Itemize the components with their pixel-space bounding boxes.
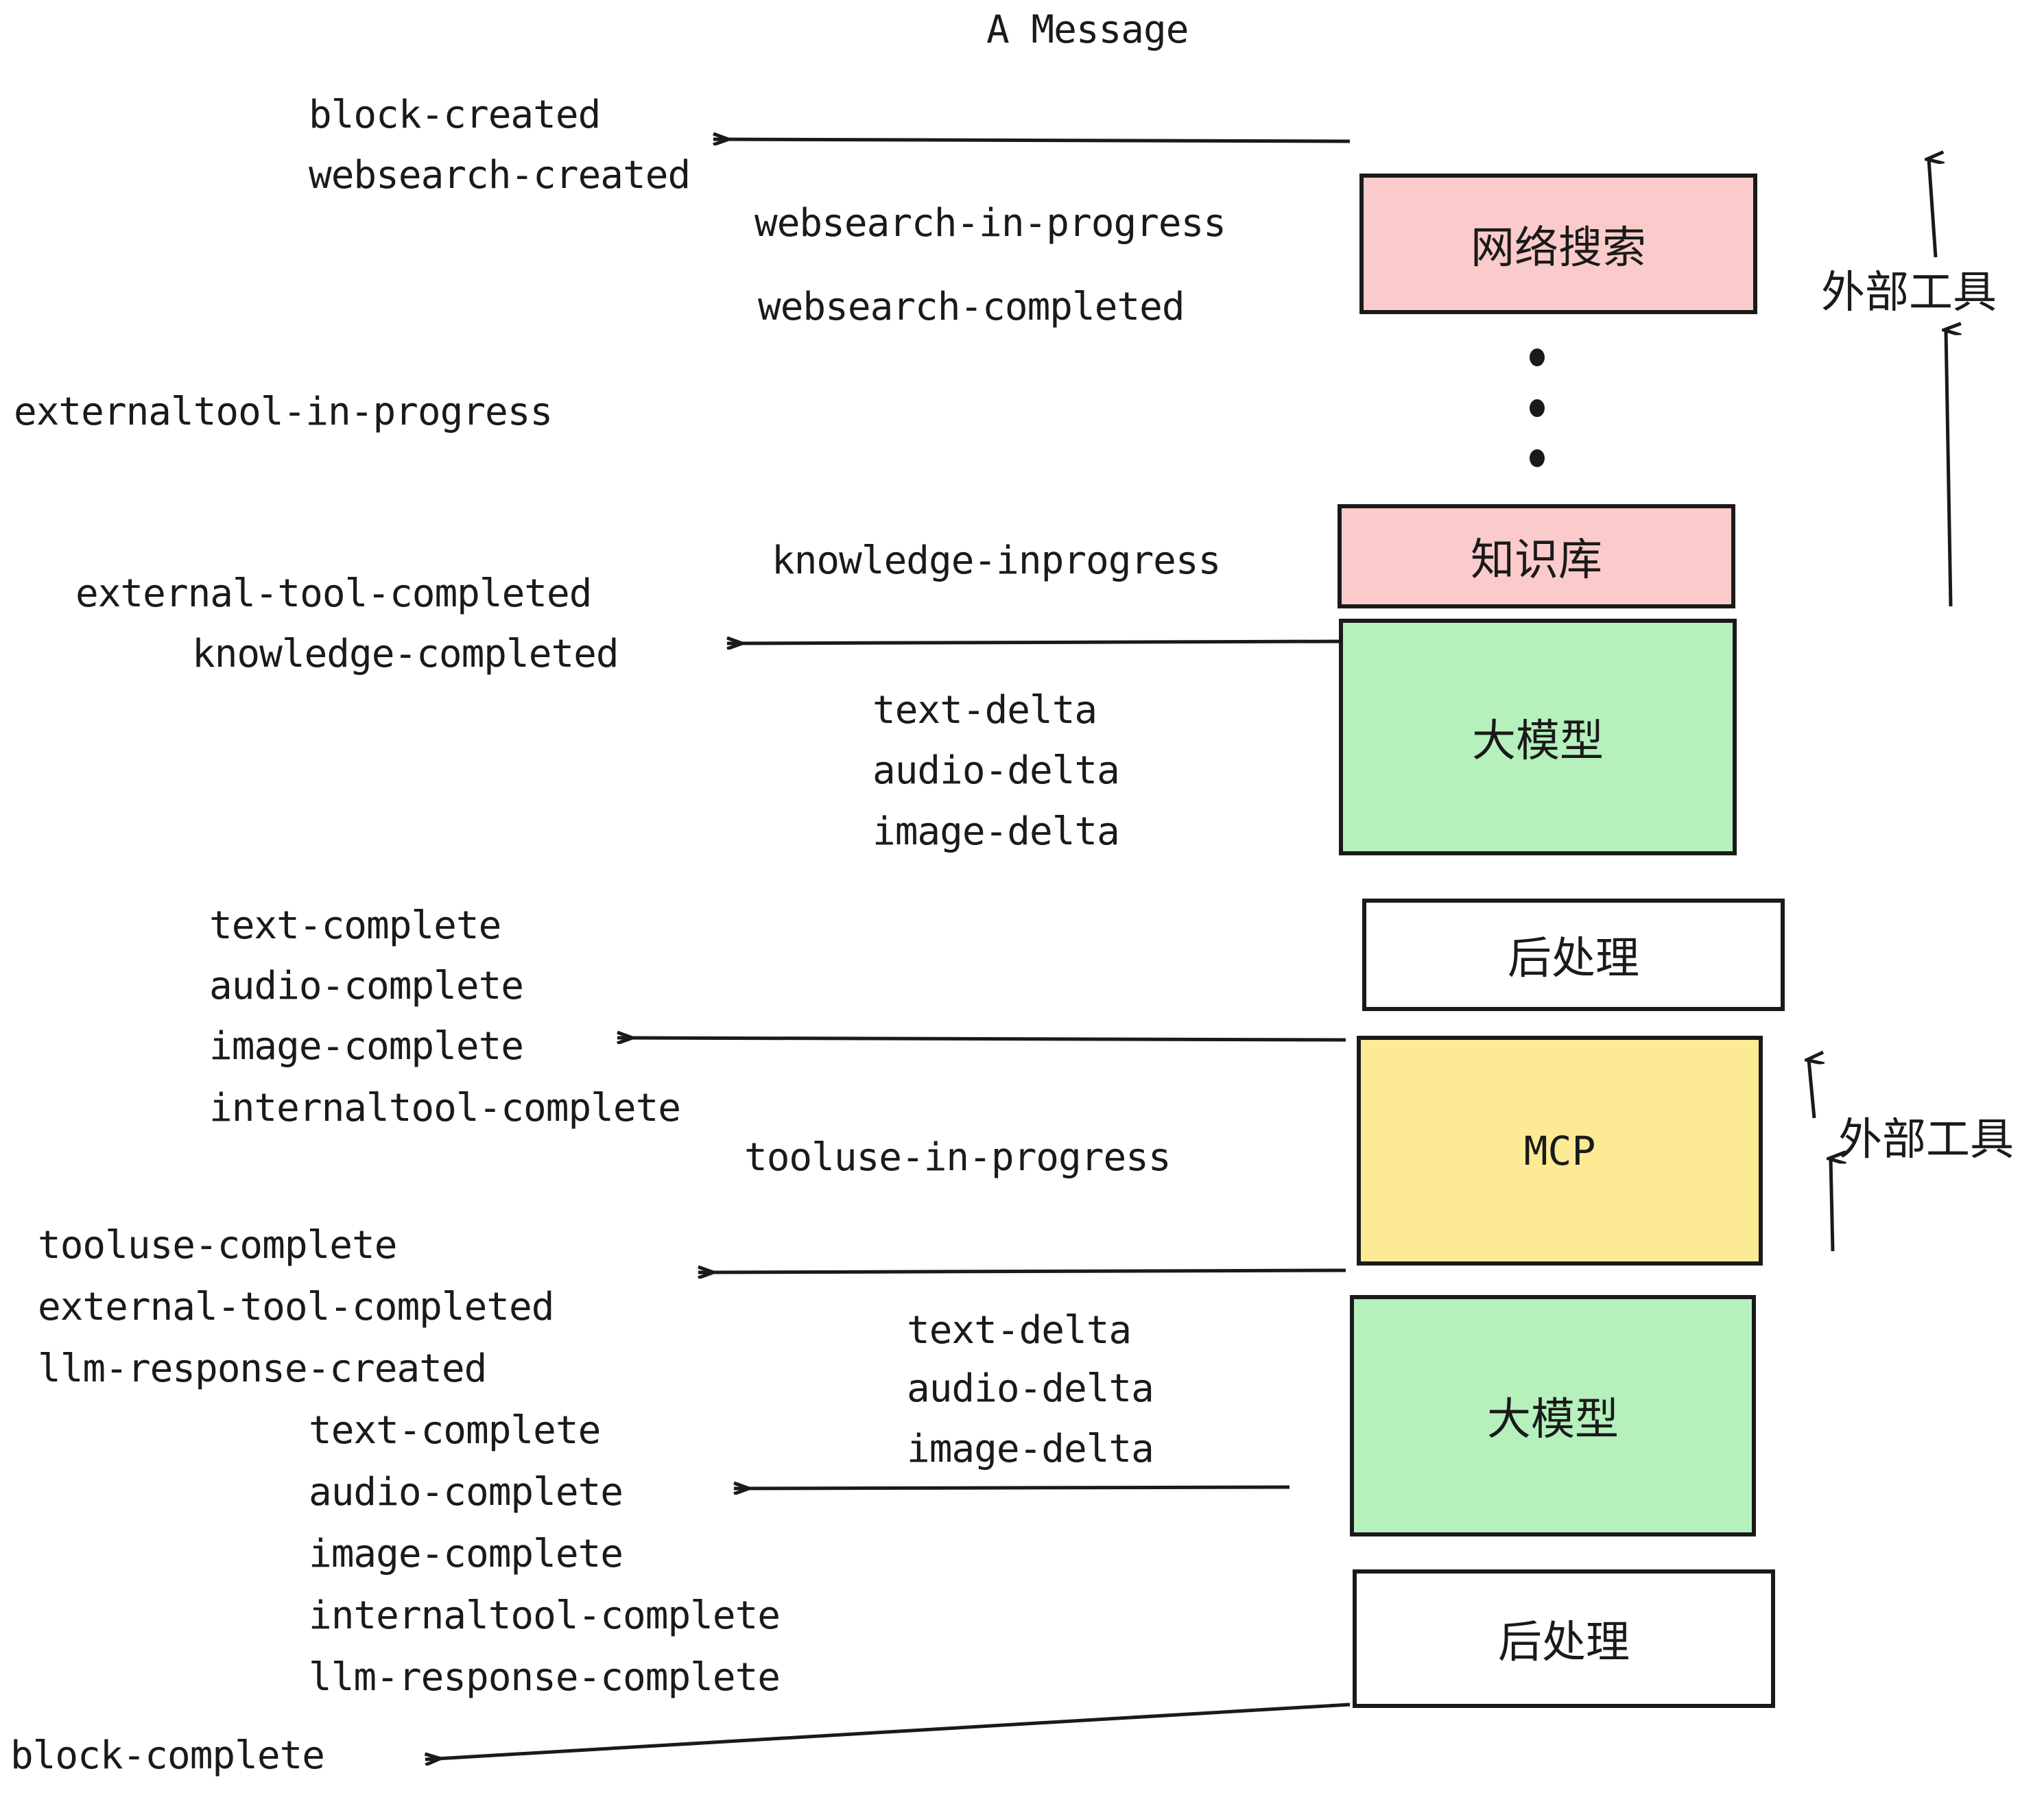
event-label-block-complete: block-complete: [10, 1733, 325, 1778]
event-label-llm-response-created: llm-response-created: [38, 1346, 487, 1391]
node-knowledge[interactable]: 知识库: [1338, 504, 1735, 608]
event-label-external-tool-completed-2: external-tool-completed: [38, 1285, 554, 1329]
event-label-image-complete-2: image-complete: [309, 1532, 623, 1576]
event-label-text-complete-1: text-complete: [209, 903, 501, 948]
node-llm-1-label: 大模型: [1472, 715, 1604, 767]
event-label-internaltool-complete-1: internaltool-complete: [209, 1086, 681, 1130]
vertical-ellipsis-dot-2: [1530, 399, 1545, 417]
diagram-title: A Message: [986, 8, 1189, 52]
event-label-knowledge-completed: knowledge-completed: [192, 632, 619, 676]
arrow-postprocess1-to-image-complete: [617, 1038, 1346, 1040]
node-websearch-label: 网络搜索: [1471, 222, 1646, 274]
arrow-external-tools-down-top: [1946, 330, 1951, 607]
event-label-block-created: block-created: [309, 93, 601, 137]
event-label-audio-delta-1: audio-delta: [872, 748, 1120, 793]
event-label-llm-response-complete: llm-response-complete: [309, 1655, 781, 1700]
event-label-websearch-created: websearch-created: [309, 153, 691, 198]
event-label-websearch-in-progress: websearch-in-progress: [754, 201, 1226, 246]
node-websearch[interactable]: 网络搜索: [1359, 174, 1757, 314]
event-label-audio-delta-2: audio-delta: [907, 1366, 1154, 1411]
node-mcp-label: MCP: [1523, 1127, 1596, 1174]
arrow-knowledge-to-completed: [727, 641, 1346, 643]
node-llm-2-label: 大模型: [1487, 1394, 1619, 1445]
vertical-ellipsis-dot-3: [1530, 449, 1545, 467]
event-label-tooluse-in-progress: tooluse-in-progress: [744, 1135, 1172, 1180]
event-label-text-complete-2: text-complete: [309, 1408, 601, 1453]
arrow-websearch-to-block-created: [713, 139, 1351, 141]
event-label-knowledge-inprogress: knowledge-inprogress: [772, 538, 1221, 583]
arrow-external-tools-up-top: [1929, 159, 1936, 258]
node-postprocess-2-label: 后处理: [1498, 1617, 1630, 1668]
event-label-text-delta-2: text-delta: [907, 1308, 1132, 1353]
node-postprocess-1[interactable]: 后处理: [1362, 899, 1785, 1011]
node-llm-1[interactable]: 大模型: [1339, 619, 1737, 855]
event-label-text-delta-1: text-delta: [872, 688, 1097, 733]
event-label-image-delta-2: image-delta: [907, 1427, 1154, 1471]
event-label-image-delta-1: image-delta: [872, 809, 1120, 854]
event-label-audio-complete-1: audio-complete: [209, 964, 524, 1008]
node-postprocess-2[interactable]: 后处理: [1353, 1569, 1775, 1708]
node-postprocess-1-label: 后处理: [1508, 934, 1639, 984]
node-knowledge-label: 知识库: [1471, 535, 1602, 586]
arrow-external-tools-down-bottom: [1831, 1159, 1833, 1252]
side-label-external-tools-bottom: 外部工具: [1838, 1115, 2014, 1165]
event-label-internaltool-complete-2: internaltool-complete: [309, 1593, 781, 1638]
event-label-websearch-completed: websearch-completed: [758, 285, 1185, 329]
arrow-llm2-to-audio-complete: [734, 1487, 1290, 1488]
arrow-postprocess2-to-block-complete: [425, 1702, 1351, 1759]
event-label-tooluse-complete: tooluse-complete: [38, 1223, 397, 1268]
event-label-external-tool-completed-1: external-tool-completed: [75, 571, 592, 616]
arrow-mcp-to-tooluse-complete: [698, 1270, 1346, 1272]
node-llm-2[interactable]: 大模型: [1350, 1295, 1756, 1536]
vertical-ellipsis-dot-1: [1530, 348, 1545, 366]
side-label-external-tools-top: 外部工具: [1821, 268, 1997, 318]
event-label-audio-complete-2: audio-complete: [309, 1470, 623, 1515]
node-mcp[interactable]: MCP: [1357, 1036, 1763, 1266]
event-label-image-complete-1: image-complete: [209, 1024, 524, 1069]
event-label-externaltool-in-progress: externaltool-in-progress: [14, 390, 553, 434]
arrow-external-tools-up-bottom: [1809, 1060, 1814, 1119]
